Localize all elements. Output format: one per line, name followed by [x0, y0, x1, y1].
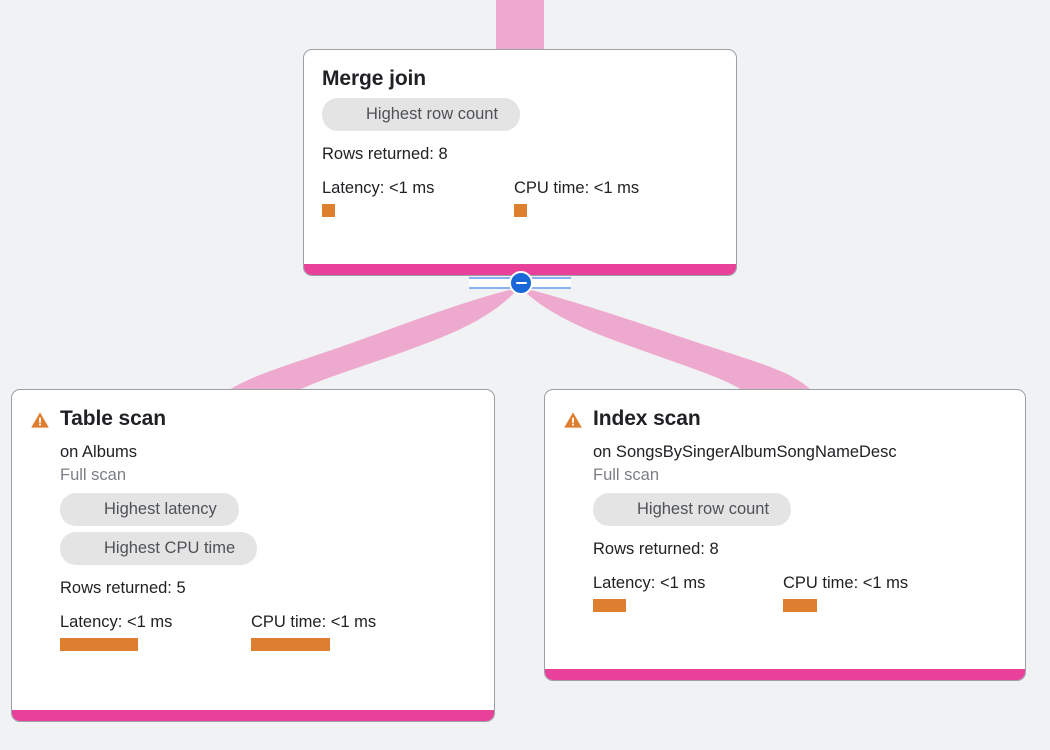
- collapse-children-toggle[interactable]: [469, 271, 571, 295]
- node-header: Table scan: [30, 406, 476, 432]
- node-accent-bar: [304, 264, 736, 275]
- node-scan-type: Full scan: [593, 466, 660, 484]
- plan-node-merge-join[interactable]: Merge join Highest row count Rows return…: [303, 49, 737, 276]
- status-badge: Highest row count: [322, 98, 521, 131]
- node-chips: Highest row count: [593, 493, 1007, 532]
- metric-cpu-time: CPU time: <1 ms: [783, 572, 908, 612]
- node-body: Merge join Highest row count Rows return…: [304, 50, 736, 264]
- status-badge: Highest row count: [593, 493, 792, 526]
- node-body: Table scan on Albums Full scan Highest l…: [12, 390, 494, 710]
- metric-cpu-time-label: CPU time: <1 ms: [783, 574, 909, 592]
- node-chips: Highest latency Highest CPU time: [60, 493, 476, 571]
- edge-merge-join-to-table-scan: [229, 290, 516, 390]
- plan-node-table-scan[interactable]: Table scan on Albums Full scan Highest l…: [11, 389, 495, 722]
- node-accent-bar: [545, 669, 1025, 680]
- page-title: Index scan: [593, 407, 701, 430]
- node-chips: Highest row count: [322, 98, 718, 137]
- node-metrics: Latency: <1 ms CPU time: <1 ms: [60, 611, 476, 651]
- node-header: Index scan: [563, 406, 1007, 432]
- edge-merge-join-to-index-scan: [524, 290, 811, 390]
- status-badge: Highest CPU time: [60, 532, 258, 565]
- metric-cpu-time-label: CPU time: <1 ms: [251, 613, 377, 631]
- metric-cpu-time-bar: [783, 599, 817, 612]
- rows-returned: Rows returned: 8: [593, 540, 719, 558]
- edge-root-to-merge-join: [496, 0, 544, 52]
- metric-cpu-time: CPU time: <1 ms: [514, 177, 639, 217]
- node-metrics: Latency: <1 ms CPU time: <1 ms: [322, 177, 718, 217]
- rows-returned: Rows returned: 8: [322, 145, 448, 163]
- node-content: Highest row count Rows returned: 8 Laten…: [322, 98, 718, 217]
- plan-node-index-scan[interactable]: Index scan on SongsBySingerAlbumSongName…: [544, 389, 1026, 681]
- page-title: Table scan: [60, 407, 166, 430]
- node-scan-type: Full scan: [60, 466, 127, 484]
- node-content: on SongsBySingerAlbumSongNameDesc Full s…: [563, 441, 1007, 612]
- node-metrics: Latency: <1 ms CPU time: <1 ms: [593, 572, 1007, 612]
- metric-latency-bar: [60, 638, 138, 651]
- metric-cpu-time-bar: [251, 638, 330, 651]
- node-target: on SongsBySingerAlbumSongNameDesc: [593, 443, 897, 461]
- node-content: on Albums Full scan Highest latency High…: [30, 441, 476, 651]
- metric-latency-label: Latency: <1 ms: [60, 613, 173, 631]
- warning-triangle-icon: [31, 412, 49, 428]
- metric-latency-bar: [593, 599, 626, 612]
- metric-latency-label: Latency: <1 ms: [322, 179, 435, 197]
- node-header: Merge join: [322, 66, 718, 92]
- metric-latency-label: Latency: <1 ms: [593, 574, 706, 592]
- metric-cpu-time: CPU time: <1 ms: [251, 611, 376, 651]
- node-body: Index scan on SongsBySingerAlbumSongName…: [545, 390, 1025, 669]
- status-badge: Highest latency: [60, 493, 239, 526]
- node-target: on Albums: [60, 443, 138, 461]
- rows-returned: Rows returned: 5: [60, 579, 186, 597]
- warning-triangle-icon: [564, 412, 582, 428]
- collapse-button[interactable]: [509, 271, 533, 295]
- metric-latency: Latency: <1 ms: [593, 572, 783, 612]
- metric-latency: Latency: <1 ms: [322, 177, 514, 217]
- metric-cpu-time-label: CPU time: <1 ms: [514, 179, 640, 197]
- node-accent-bar: [12, 710, 494, 721]
- metric-latency-bar: [322, 204, 335, 217]
- page-title: Merge join: [322, 67, 427, 90]
- metric-latency: Latency: <1 ms: [60, 611, 251, 651]
- metric-cpu-time-bar: [514, 204, 527, 217]
- minus-icon: [515, 281, 527, 285]
